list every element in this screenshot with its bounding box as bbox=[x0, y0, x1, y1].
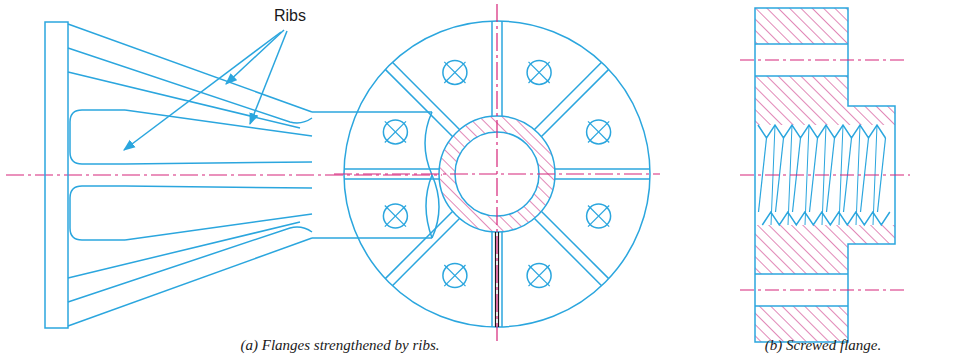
hole-cross bbox=[444, 62, 465, 83]
rib-edge bbox=[68, 222, 300, 278]
bolt-hole bbox=[587, 120, 611, 144]
rib-joint-line bbox=[498, 232, 499, 327]
thread-profile bbox=[762, 212, 890, 225]
hole-cross bbox=[385, 121, 406, 142]
pipe-break bbox=[425, 112, 439, 238]
figure-caption: (b) Screwed flange. bbox=[765, 336, 882, 354]
pipe-edge bbox=[312, 111, 432, 113]
ribbed-flange-side-view bbox=[6, 22, 442, 328]
leader-line bbox=[124, 32, 281, 150]
bolt-hole bbox=[527, 60, 551, 84]
part-label: Ribs bbox=[274, 6, 306, 25]
rib-end bbox=[70, 110, 125, 164]
thread-profile bbox=[758, 125, 886, 138]
rib-edge bbox=[535, 219, 602, 286]
hole-cross bbox=[529, 265, 550, 286]
rib-end bbox=[70, 186, 125, 240]
leader-line bbox=[250, 31, 287, 124]
bolt-hole bbox=[383, 204, 407, 228]
leader-line bbox=[226, 30, 284, 84]
ribbed-flange-front-view bbox=[334, 4, 660, 344]
rib-edge bbox=[125, 110, 312, 136]
bolt-hole bbox=[383, 120, 407, 144]
rib-edge bbox=[491, 21, 493, 116]
hole-cross bbox=[588, 206, 609, 227]
rib-edge bbox=[125, 162, 312, 164]
bolt-hole bbox=[443, 264, 467, 288]
pipe-break bbox=[426, 175, 432, 238]
rib-edge bbox=[125, 186, 312, 188]
hole-cross bbox=[588, 206, 609, 227]
bolt-hole-edge bbox=[755, 43, 848, 45]
pipe-edge bbox=[312, 237, 432, 239]
hole-cross bbox=[588, 121, 609, 142]
bolt-centre-line bbox=[740, 59, 906, 60]
hole-cross bbox=[385, 206, 406, 227]
hole-cross bbox=[529, 62, 550, 83]
rib-edge bbox=[385, 212, 452, 279]
bolt-hole-edge bbox=[755, 273, 848, 275]
hole-cross bbox=[529, 265, 550, 286]
rib-edge bbox=[542, 69, 609, 136]
bolt-centre-line bbox=[740, 289, 906, 290]
rib-edge bbox=[501, 21, 503, 116]
rib-edge bbox=[392, 62, 459, 129]
rib-edge bbox=[344, 168, 439, 170]
rib-edge bbox=[125, 214, 312, 240]
rib-edge bbox=[68, 238, 312, 326]
rib-edge bbox=[344, 178, 439, 180]
rib-edge bbox=[68, 72, 300, 128]
bolt-hole bbox=[587, 204, 611, 228]
hole-cross bbox=[444, 265, 465, 286]
bolt-hole bbox=[443, 60, 467, 84]
hole-cross bbox=[529, 62, 550, 83]
rib-edge bbox=[501, 232, 503, 327]
screwed-flange-section bbox=[740, 8, 910, 342]
rib-edge bbox=[392, 219, 459, 286]
rib-edge bbox=[491, 232, 493, 327]
rib-joint-line bbox=[495, 232, 496, 327]
bolt-hole-edge bbox=[755, 305, 848, 307]
centre-line bbox=[740, 174, 910, 175]
rib-edge bbox=[535, 62, 602, 129]
hole-cross bbox=[588, 121, 609, 142]
rib-edge bbox=[542, 212, 609, 279]
rib-edge bbox=[385, 69, 452, 136]
hole-cross bbox=[444, 62, 465, 83]
hole-cross bbox=[385, 121, 406, 142]
bolt-hole bbox=[527, 264, 551, 288]
centre-line bbox=[334, 173, 660, 174]
flange-plate bbox=[45, 22, 68, 328]
rib-edge bbox=[555, 178, 650, 180]
rib-edge bbox=[68, 24, 312, 112]
hole-cross bbox=[444, 265, 465, 286]
rib-edge bbox=[68, 227, 312, 302]
hole-cross bbox=[385, 206, 406, 227]
figure-caption: (a) Flanges strengthened by ribs. bbox=[241, 336, 440, 354]
bolt-hole-edge bbox=[755, 75, 848, 77]
rib-edge bbox=[555, 168, 650, 170]
